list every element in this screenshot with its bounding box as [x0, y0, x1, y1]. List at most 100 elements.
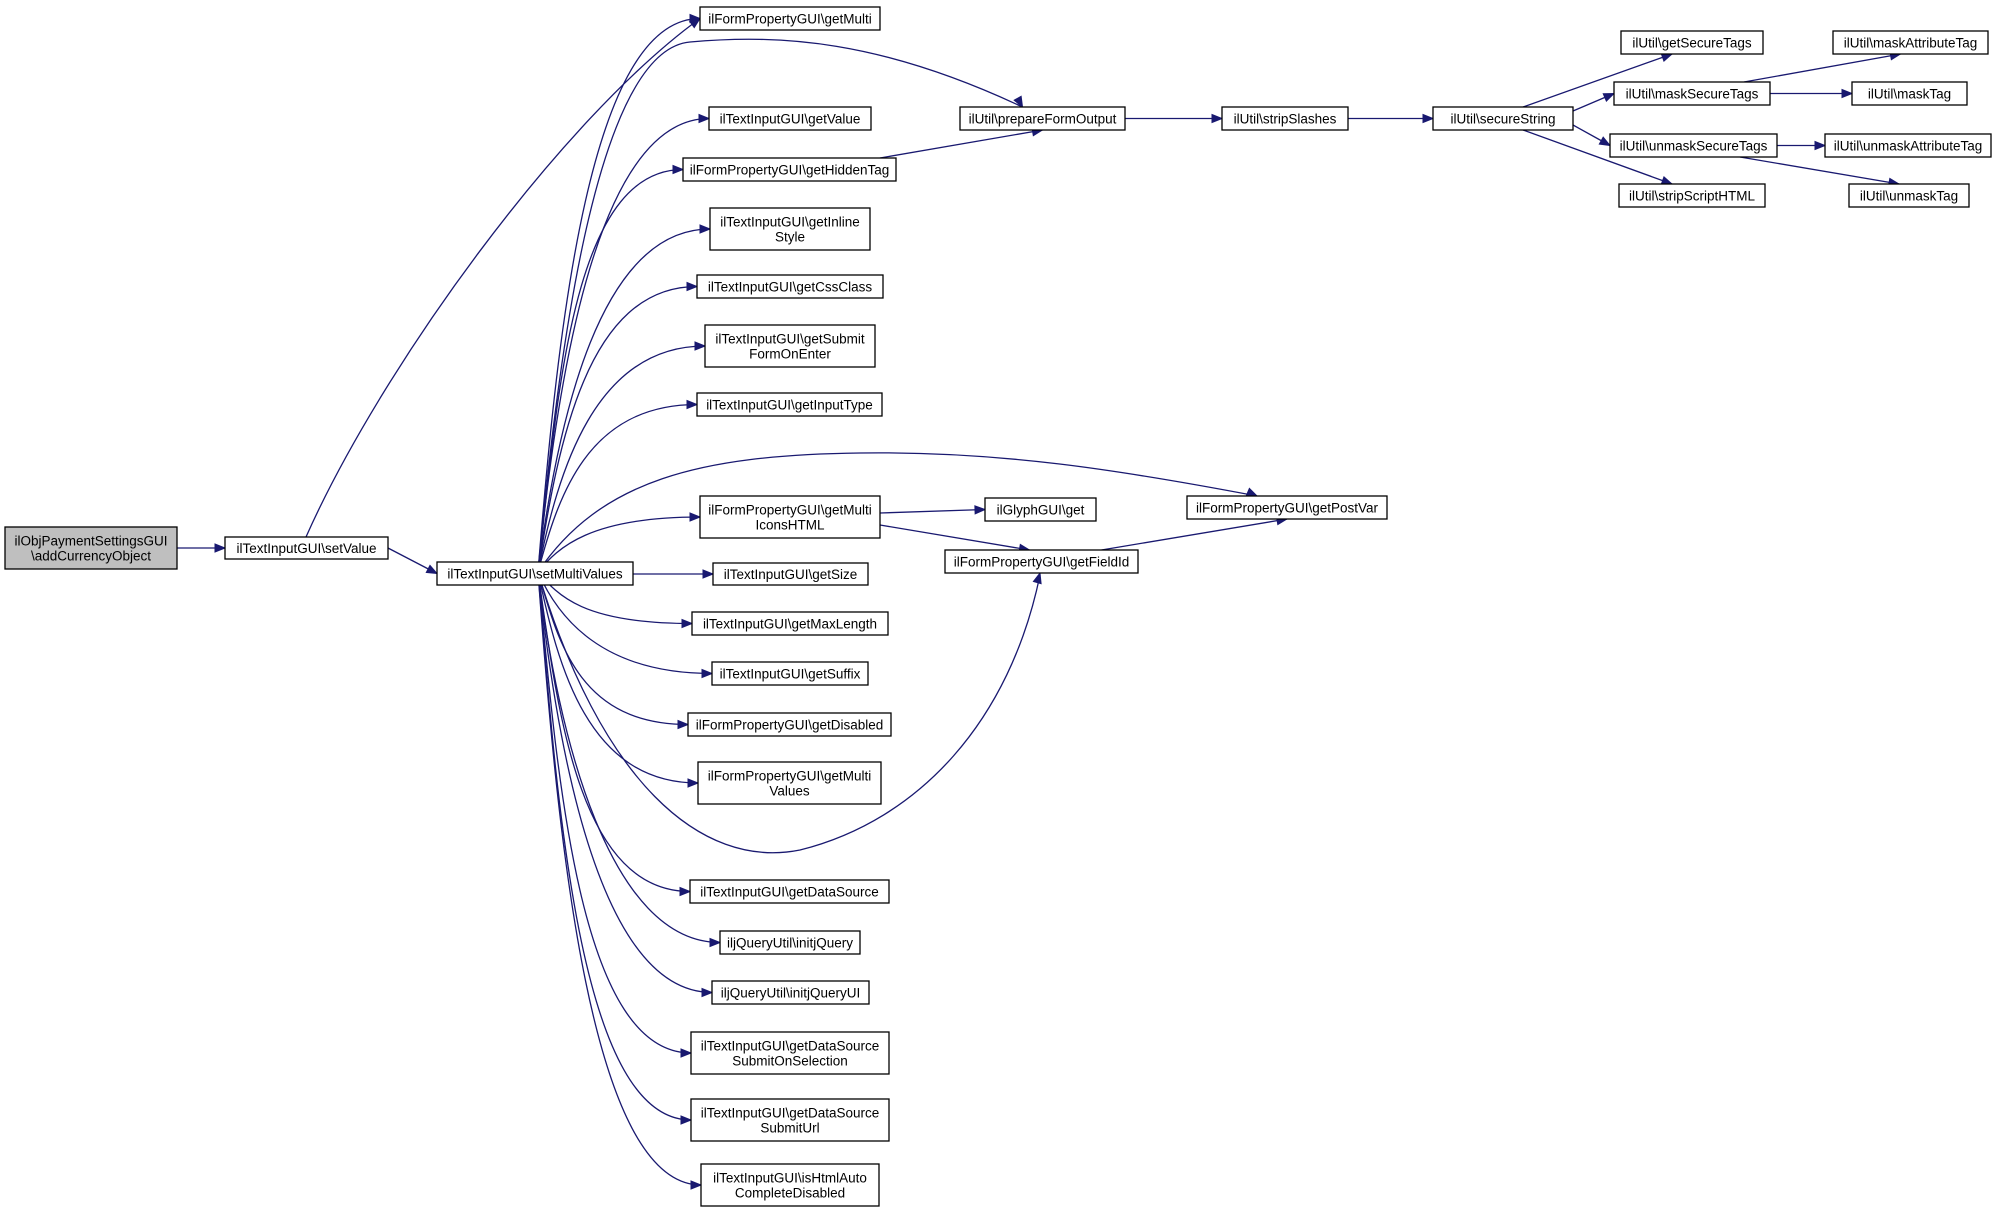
edge-set-multi-values-to-initj-query-ui	[537, 571, 714, 998]
edge-get-multi-icons-html-to-glyph-get	[879, 505, 987, 515]
node-label: ilUtil\unmaskTag	[1860, 189, 1958, 204]
edge-set-multi-values-to-get-submit-form-on-enter	[537, 341, 707, 573]
node-get-css-class[interactable]: ilTextInputGUI\getCssClass	[696, 274, 884, 299]
node-label: ilFormPropertyGUI\getDisabled	[696, 718, 884, 733]
node-get-max-length[interactable]: ilTextInputGUI\getMaxLength	[691, 611, 889, 636]
node-unmask-secure-tags[interactable]: ilUtil\unmaskSecureTags	[1609, 133, 1778, 158]
node-secure-string[interactable]: ilUtil\secureString	[1432, 106, 1574, 131]
node-strip-slashes[interactable]: ilUtil\stripSlashes	[1221, 106, 1349, 131]
node-label: ilTextInputGUI\getSize	[724, 567, 858, 582]
edge-set-multi-values-to-get-multi	[537, 13, 702, 573]
node-label: ilUtil\maskSecureTags	[1626, 87, 1759, 102]
node-get-suffix[interactable]: ilTextInputGUI\getSuffix	[711, 661, 869, 686]
node-label: ilUtil\stripSlashes	[1234, 112, 1337, 127]
node-get-size[interactable]: ilTextInputGUI\getSize	[712, 562, 869, 586]
node-label: ilUtil\unmaskSecureTags	[1620, 139, 1768, 154]
node-label: ilFormPropertyGUI\getMulti	[708, 503, 872, 518]
edge-set-multi-values-to-get-css-class	[537, 281, 699, 573]
edge-set-multi-values-to-get-post-var	[537, 452, 1259, 573]
node-label: ilFormPropertyGUI\getHiddenTag	[690, 163, 890, 178]
node-label: ilUtil\stripScriptHTML	[1629, 189, 1756, 204]
node-get-secure-tags[interactable]: ilUtil\getSecureTags	[1620, 30, 1764, 55]
edge-get-hidden-tag-to-prepare-form-output	[879, 127, 1044, 159]
edge-unmask-secure-tags-to-unmask-tag	[1739, 156, 1901, 187]
edge-secure-string-to-unmask-secure-tags	[1572, 124, 1612, 147]
node-label: ilObjPaymentSettingsGUI	[14, 534, 167, 549]
node-label: ilFormPropertyGUI\getPostVar	[1196, 501, 1379, 516]
node-get-input-type[interactable]: ilTextInputGUI\getInputType	[696, 392, 883, 417]
node-label: ilTextInputGUI\getDataSource	[701, 1039, 880, 1054]
edge-set-multi-values-to-get-data-source-submit-on-selection	[537, 571, 693, 1058]
node-label: ilUtil\getSecureTags	[1632, 36, 1752, 51]
node-label: ilTextInputGUI\getValue	[720, 112, 861, 127]
node-get-hidden-tag[interactable]: ilFormPropertyGUI\getHiddenTag	[682, 157, 897, 182]
edge-set-multi-values-to-initj-query	[537, 571, 722, 948]
node-label: ilFormPropertyGUI\getFieldId	[954, 555, 1130, 570]
edge-set-multi-values-to-get-input-type	[537, 399, 699, 573]
edge-unmask-secure-tags-to-unmask-attribute-tag	[1777, 140, 1827, 151]
node-mask-tag[interactable]: ilUtil\maskTag	[1851, 81, 1968, 106]
node-label: iljQueryUtil\initjQuery	[727, 936, 853, 951]
node-label: ilTextInputGUI\setValue	[236, 541, 376, 556]
node-label: SubmitUrl	[760, 1121, 819, 1136]
node-get-disabled[interactable]: ilFormPropertyGUI\getDisabled	[687, 712, 892, 737]
edge-get-multi-icons-html-to-get-field-id	[879, 524, 1031, 553]
node-label: ilTextInputGUI\getInputType	[706, 398, 873, 413]
node-label: ilTextInputGUI\isHtmlAuto	[713, 1171, 867, 1186]
edge-set-value-to-set-multi-values	[387, 547, 439, 575]
node-label: ilGlyphGUI\get	[997, 503, 1085, 518]
node-label: ilTextInputGUI\getSuffix	[720, 667, 861, 682]
node-initj-query-ui[interactable]: iljQueryUtil\initjQueryUI	[711, 980, 870, 1005]
node-label: ilFormPropertyGUI\getMulti	[708, 12, 872, 27]
edge-strip-slashes-to-secure-string	[1348, 113, 1435, 124]
edge-root-to-set-value	[177, 543, 227, 553]
edge-get-field-id-to-get-post-var	[1101, 516, 1289, 551]
node-get-post-var[interactable]: ilFormPropertyGUI\getPostVar	[1186, 495, 1388, 520]
edge-set-value-to-get-multi	[305, 17, 702, 538]
node-label: ilUtil\secureString	[1450, 112, 1555, 127]
node-get-multi[interactable]: ilFormPropertyGUI\getMulti	[699, 6, 881, 31]
node-mask-attribute-tag[interactable]: ilUtil\maskAttributeTag	[1832, 30, 1989, 55]
node-get-field-id[interactable]: ilFormPropertyGUI\getFieldId	[944, 549, 1139, 574]
node-label: ilTextInputGUI\getSubmit	[715, 332, 865, 347]
node-prepare-form-output[interactable]: ilUtil\prepareFormOutput	[959, 106, 1126, 131]
node-get-data-source-submit-on-selection[interactable]: ilTextInputGUI\getDataSourceSubmitOnSele…	[690, 1031, 890, 1075]
node-set-value[interactable]: ilTextInputGUI\setValue	[224, 536, 389, 560]
edge-set-multi-values-to-get-field-id	[537, 571, 1042, 854]
node-unmask-attribute-tag[interactable]: ilUtil\unmaskAttributeTag	[1824, 133, 1992, 158]
node-root[interactable]: ilObjPaymentSettingsGUI\addCurrencyObjec…	[4, 526, 178, 570]
node-label: ilUtil\maskAttributeTag	[1844, 36, 1978, 51]
node-get-value[interactable]: ilTextInputGUI\getValue	[708, 106, 872, 131]
node-label: IconsHTML	[755, 518, 825, 533]
edge-mask-secure-tags-to-mask-tag	[1770, 88, 1854, 99]
node-label: ilFormPropertyGUI\getMulti	[708, 769, 872, 784]
node-strip-script-html[interactable]: ilUtil\stripScriptHTML	[1618, 183, 1766, 208]
node-label: FormOnEnter	[749, 347, 831, 362]
node-label: Values	[769, 784, 810, 799]
edge-set-multi-values-to-is-html-auto-complete-disabled	[537, 571, 703, 1190]
node-label: iljQueryUtil\initjQueryUI	[721, 986, 861, 1001]
edge-set-multi-values-to-get-hidden-tag	[537, 164, 685, 573]
node-label: \addCurrencyObject	[31, 549, 151, 564]
node-label: Style	[775, 230, 805, 245]
node-label: CompleteDisabled	[735, 1186, 845, 1201]
node-set-multi-values[interactable]: ilTextInputGUI\setMultiValues	[436, 561, 634, 586]
node-label: ilTextInputGUI\getInline	[720, 215, 860, 230]
node-is-html-auto-complete-disabled[interactable]: ilTextInputGUI\isHtmlAutoCompleteDisable…	[700, 1163, 880, 1207]
node-get-data-source[interactable]: ilTextInputGUI\getDataSource	[689, 879, 890, 904]
node-unmask-tag[interactable]: ilUtil\unmaskTag	[1848, 183, 1970, 208]
node-glyph-get[interactable]: ilGlyphGUI\get	[984, 497, 1097, 522]
node-label: ilUtil\unmaskAttributeTag	[1834, 139, 1983, 154]
node-initj-query[interactable]: iljQueryUtil\initjQuery	[719, 930, 861, 955]
edge-set-multi-values-to-get-value	[537, 113, 711, 573]
edge-prepare-form-output-to-strip-slashes	[1125, 113, 1224, 124]
node-mask-secure-tags[interactable]: ilUtil\maskSecureTags	[1613, 81, 1771, 106]
node-label: ilUtil\maskTag	[1868, 87, 1951, 102]
edge-set-multi-values-to-get-suffix	[537, 571, 714, 679]
